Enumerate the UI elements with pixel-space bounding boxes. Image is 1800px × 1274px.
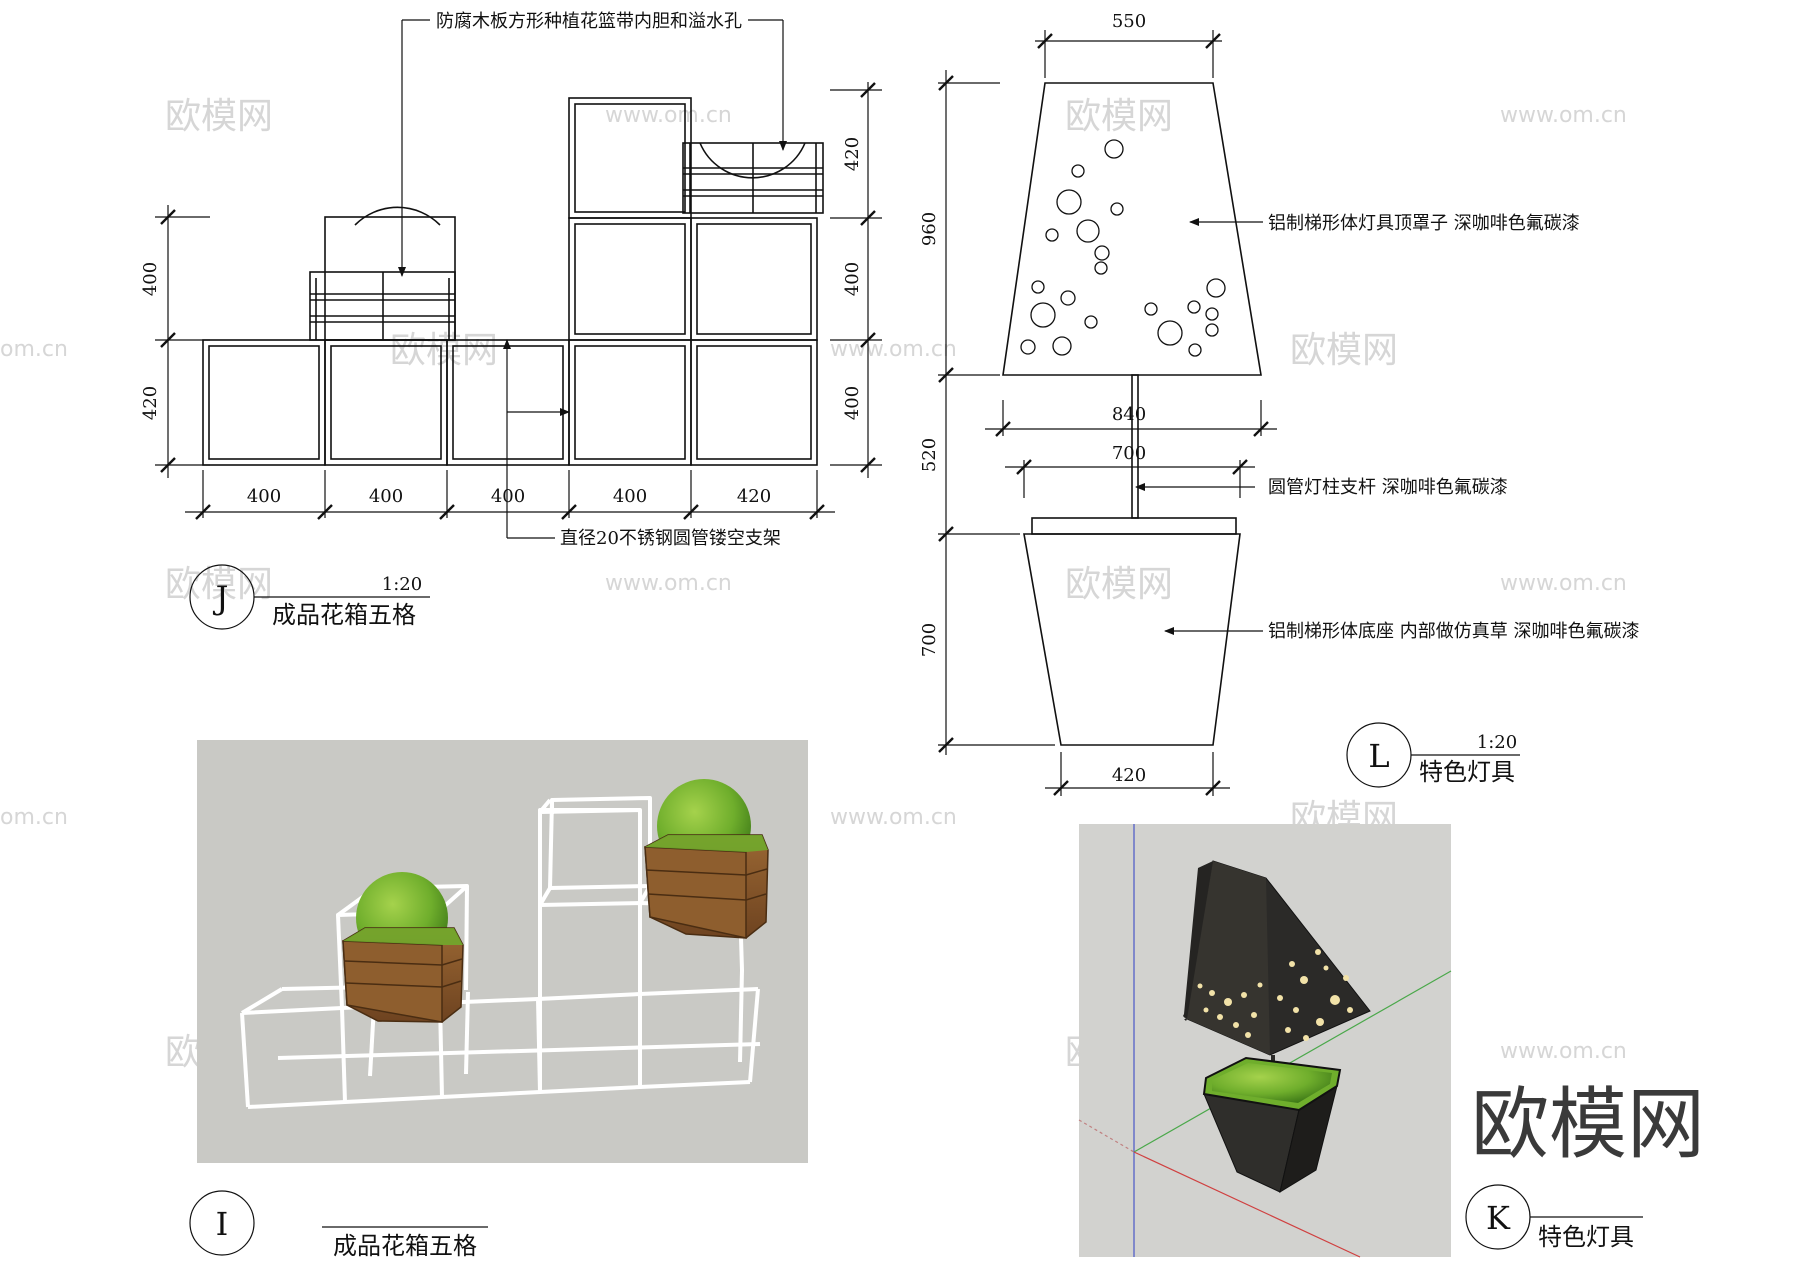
title-block-i (189, 1190, 488, 1256)
watermark-url: www.om.cn (1500, 1039, 1627, 1064)
title-block-l (1346, 722, 1520, 788)
planter-box-left (309, 206, 456, 341)
render-i: I 成品花箱五格 (189, 740, 808, 1260)
title-block-j (189, 564, 430, 630)
callout-bottom-leader (503, 339, 570, 539)
dim-right-3: 400 (842, 386, 863, 420)
lamp-base-rim (1031, 517, 1237, 535)
dim-bottom-5: 420 (737, 486, 771, 507)
dim-bottom-4: 400 (613, 486, 647, 507)
watermark-brand: 欧模网 (1065, 564, 1173, 605)
render-k-axes (1078, 824, 1452, 1258)
watermark-url: om.cn (0, 337, 68, 362)
dim-right-1: 420 (842, 137, 863, 171)
lamp-dim-left-1: 960 (919, 212, 940, 246)
callout-frame-text: 直径20不锈钢圆管镂空支架 (560, 528, 781, 549)
planter-box-right (682, 142, 824, 214)
title-block-k (1465, 1184, 1643, 1250)
lamp-dim-700-text: 700 (1112, 443, 1146, 464)
watermark-brand: 欧模网 (1065, 96, 1173, 137)
drawing-scale-j: 1:20 (382, 574, 422, 595)
dim-bottom-1: 400 (247, 486, 281, 507)
lamp-dim-left-2: 520 (919, 438, 940, 472)
dim-left-2: 420 (140, 386, 161, 420)
watermark-brand: 欧模网 (165, 96, 273, 137)
dimension-right (830, 82, 882, 478)
watermark-url: www.om.cn (605, 103, 732, 128)
drawing-tag-i: I (216, 1205, 229, 1243)
watermark-url: www.om.cn (1500, 103, 1627, 128)
render-k-shade-light-dots (1197, 949, 1353, 1041)
drawing-l-labels: 550 840 700 420 960 520 700 铝制梯形体灯具顶罩子 深… (919, 11, 1639, 786)
drawing-tag-l: L (1368, 737, 1389, 775)
lamp-shade-holes (1020, 139, 1226, 357)
render-k-lamp-base (1202, 1056, 1342, 1194)
drawing-tag-k: K (1486, 1199, 1511, 1237)
dim-bottom-2: 400 (369, 486, 403, 507)
lamp-dim-top-text: 550 (1112, 11, 1146, 32)
callout-planter-text: 防腐木板方形种植花篮带内胆和溢水孔 (436, 11, 742, 32)
lamp-base-outline (1023, 533, 1241, 746)
render-k-lamp-shade (1183, 860, 1371, 1056)
lamp-callout-leaders (1135, 218, 1263, 635)
frame-bottom-row (202, 339, 818, 466)
dimension-left (155, 205, 210, 478)
drawing-l (938, 30, 1520, 796)
watermark-brand: 欧模网 (1290, 330, 1398, 371)
watermark-brand-large: 欧模网 (1471, 1080, 1705, 1170)
lamp-callout-shade: 铝制梯形体灯具顶罩子 深咖啡色氟碳漆 (1268, 213, 1580, 234)
dim-right-2: 400 (842, 262, 863, 296)
lamp-dim-left (938, 70, 1055, 755)
drawing-title-j: 成品花箱五格 (272, 601, 416, 629)
watermark-brand: 欧模网 (390, 330, 498, 371)
drawing-tag-j: J (213, 579, 229, 617)
lamp-dim-left-3: 700 (919, 623, 940, 657)
watermark-url: om.cn (0, 805, 68, 830)
lamp-dim-840 (985, 400, 1277, 437)
render-i-planter-left (342, 872, 464, 1023)
dimension-bottom (185, 470, 835, 520)
watermark-url: www.om.cn (830, 805, 957, 830)
lamp-dim-840-text: 840 (1112, 404, 1146, 425)
drawing-title-k: 特色灯具 (1538, 1223, 1634, 1251)
callout-top-leader (398, 19, 787, 277)
lamp-shade-outline (1002, 82, 1262, 376)
watermark-url: www.om.cn (605, 571, 732, 596)
render-i-planter-right (644, 779, 769, 939)
lamp-callout-base: 铝制梯形体底座 内部做仿真草 深咖啡色氟碳漆 (1268, 621, 1639, 642)
render-k: 欧模网 K 特色灯具 (1078, 824, 1705, 1258)
lamp-dim-700 (1005, 459, 1255, 498)
drawing-title-i: 成品花箱五格 (333, 1232, 477, 1260)
dim-left-1: 400 (140, 262, 161, 296)
drawing-j-labels: 防腐木板方形种植花篮带内胆和溢水孔 直径20不锈钢圆管镂空支架 400 400 … (140, 11, 863, 629)
lamp-dim-bottom (1045, 752, 1230, 796)
watermark-brand: 欧模网 (165, 564, 273, 605)
lamp-dim-top (1035, 30, 1222, 78)
drawing-title-l: 特色灯具 (1419, 758, 1515, 786)
lamp-dim-bottom-text: 420 (1112, 765, 1146, 786)
drawing-scale-l: 1:20 (1477, 732, 1517, 753)
dim-bottom-3: 400 (491, 486, 525, 507)
lamp-callout-pole: 圆管灯柱支杆 深咖啡色氟碳漆 (1268, 477, 1508, 498)
frame-top-row (568, 97, 692, 219)
drawing-j (155, 19, 882, 630)
watermark-url: www.om.cn (1500, 571, 1627, 596)
watermark-url: www.om.cn (830, 337, 957, 362)
